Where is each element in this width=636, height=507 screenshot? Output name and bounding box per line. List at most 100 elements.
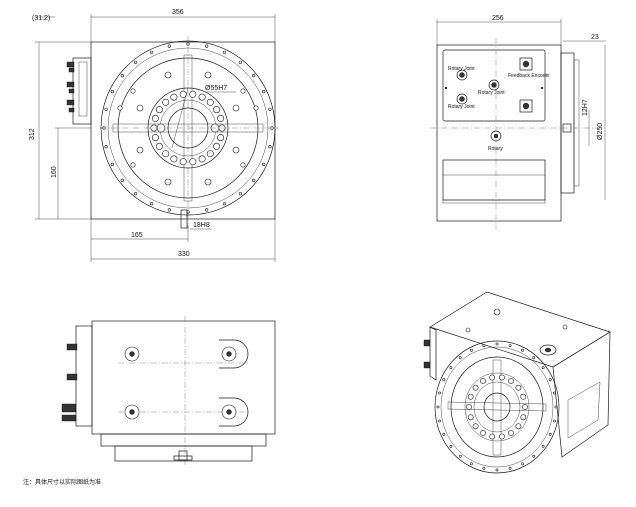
ring-hole: [155, 106, 163, 114]
rim-hole: [110, 89, 114, 94]
side-connectors: [444, 57, 544, 113]
side-label-4: Feedback Encoder: [508, 73, 550, 79]
iso-rim-hole: [469, 462, 473, 466]
iso-ring-hole: [480, 378, 486, 384]
iso-rim-hole: [495, 342, 499, 346]
iso-rim-hole: [442, 432, 446, 436]
rim-hole: [262, 162, 266, 166]
iso-rim-hole: [548, 432, 552, 436]
iso-rim-hole: [548, 378, 552, 382]
ring-hole: [217, 134, 225, 142]
iso-rim-hole: [438, 419, 441, 423]
iso-rim-hole: [482, 466, 486, 470]
rim-hole: [252, 178, 256, 182]
iso-rim-hole: [449, 444, 453, 448]
drawing-note: 注：具体尺寸以实际图纸为准: [23, 478, 101, 486]
ring-hole: [198, 155, 206, 163]
side-label-2: Rotary Joint: [478, 90, 505, 96]
iso-rim-hole: [541, 444, 545, 448]
iso-ring-hole: [466, 404, 472, 410]
rim-hole: [205, 44, 209, 48]
rim-hole: [167, 208, 171, 212]
iso-rim-hole: [508, 344, 512, 348]
iso-top-port: [539, 344, 557, 356]
top-key: [178, 450, 188, 461]
dim-front-key: 18H8: [193, 222, 210, 229]
iso-ring-hole: [508, 378, 514, 384]
front-connectors: [66, 61, 88, 117]
rim-hole: [150, 50, 154, 54]
rim-hole: [150, 202, 154, 206]
side-label-3: Rotary Joint: [448, 104, 475, 110]
iso-ring-hole: [520, 393, 527, 400]
side-window: [442, 159, 546, 201]
rim-hole: [134, 192, 138, 196]
top-holes: [124, 346, 237, 420]
dim-front-165: 165: [131, 232, 143, 239]
rim-hole: [270, 126, 274, 130]
iso-ring-hole: [472, 384, 479, 391]
front-key: [180, 209, 188, 229]
iso-right-face: [552, 331, 611, 458]
rim-hole: [205, 208, 209, 212]
iso-rim-hole: [482, 344, 486, 348]
ring-hole: [198, 93, 206, 101]
top-connectors: [61, 343, 78, 422]
iso-ring-hole: [489, 433, 495, 440]
ring-hole: [217, 114, 225, 122]
ring-hole: [206, 150, 214, 158]
ring-hole: [162, 150, 170, 158]
rim-hole: [134, 60, 138, 64]
rim-hole: [252, 73, 256, 78]
rim-hole: [238, 192, 242, 196]
side-panel: [442, 49, 546, 122]
iso-rim-hole: [438, 391, 441, 395]
rim-hole: [222, 50, 226, 54]
iso-ring-hole: [467, 414, 474, 421]
iso-table-outer: [434, 340, 560, 474]
side-rotary-label: Rotary: [488, 146, 503, 152]
ring-hole: [151, 134, 159, 142]
iso-rim-hole: [521, 462, 525, 466]
iso-ring-hole: [489, 374, 495, 381]
ring-hole: [155, 142, 163, 150]
iso-rim-hole: [436, 405, 440, 409]
iso-rim-hole: [458, 356, 462, 360]
top-housing: [91, 320, 276, 435]
dim-front-height: 312: [29, 128, 36, 140]
iso-rim-hole: [458, 454, 462, 458]
iso-rim-hole: [469, 348, 473, 352]
iso-rim-hole: [495, 468, 499, 472]
rim-hole: [104, 107, 108, 111]
iso-ring-hole: [498, 433, 505, 440]
rim-hole: [167, 44, 171, 48]
front-connector-block: [72, 57, 92, 125]
dim-front-width: 356: [172, 9, 184, 16]
dim-front-160: 160: [51, 166, 58, 178]
iso-rim-hole: [532, 356, 536, 360]
dim-side-shaft: 12H7: [582, 99, 589, 116]
rim-hole: [222, 202, 226, 206]
side-flange: [560, 52, 575, 194]
iso-rim-holes: [436, 342, 558, 472]
rim-hole: [120, 178, 124, 182]
iso-rim-hole: [553, 391, 556, 395]
iso-rim-hole: [449, 366, 453, 370]
side-label-1: Rotary Joint: [448, 66, 475, 72]
iso-center-bore: [483, 392, 511, 422]
iso-ring-holes: [466, 374, 528, 440]
ring-hole: [179, 90, 187, 98]
rim-hole: [268, 145, 272, 149]
side-view: Rotary Joint Rotary Joint Rotary Joint F…: [430, 15, 606, 230]
dim-front-330: 330: [178, 251, 190, 258]
dim-side-dia: Ø250: [597, 123, 604, 140]
ring-hole: [213, 142, 221, 150]
front-ring-holes: [150, 90, 226, 166]
top-connector-block: [75, 325, 93, 427]
iso-ring-hole: [522, 404, 528, 410]
iso-rim-hole: [553, 419, 556, 423]
iso-rim-hole: [554, 405, 558, 409]
iso-ring-hole: [480, 430, 486, 436]
iso-rim-hole: [532, 454, 536, 458]
dim-side-width: 256: [492, 15, 504, 22]
